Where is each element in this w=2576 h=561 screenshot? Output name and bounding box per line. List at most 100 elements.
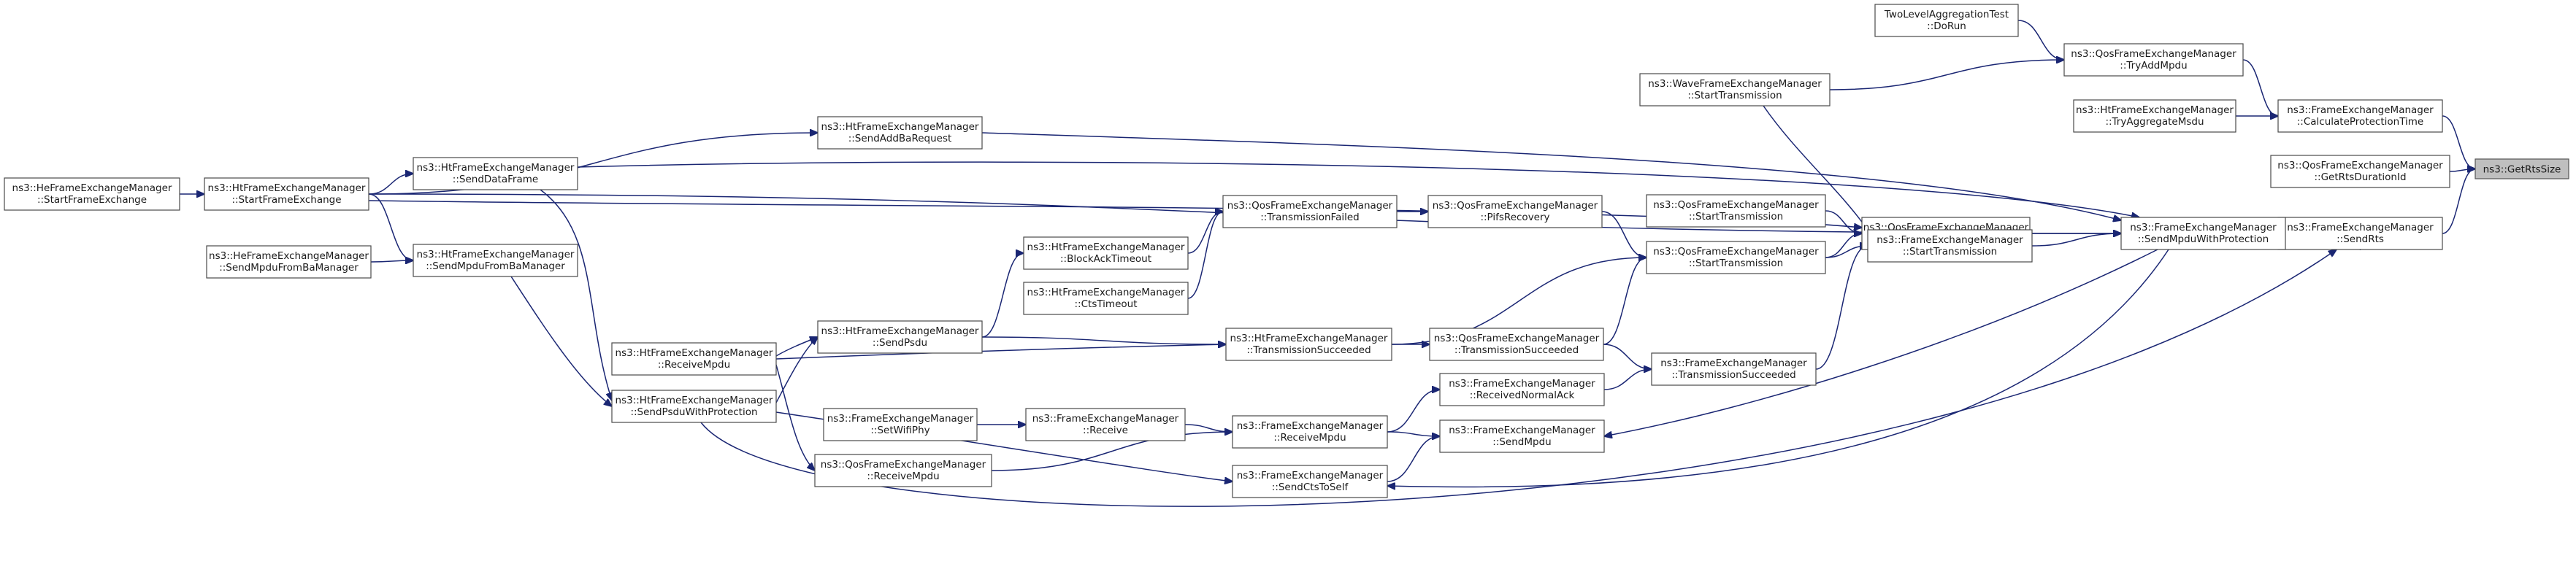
node-getRtsDur[interactable]: ns3::QosFrameExchangeManager::GetRtsDura… (2270, 155, 2450, 188)
edge-qosStartTx2-to-qosStartFE (1825, 233, 1862, 258)
node-label-line1: ns3::QosFrameExchangeManager (2277, 160, 2443, 171)
node-htStartFE[interactable]: ns3::HtFrameExchangeManager::StartFrameE… (204, 177, 369, 211)
node-box (611, 390, 777, 423)
node-label-line2: ::SendPsduWithProtection (630, 406, 757, 418)
node-label-line1: ns3::QosFrameExchangeManager (1433, 200, 1598, 212)
edge-htSendAddBa-to-feSendMpduProt (981, 132, 2121, 220)
node-label-line2: ::ReceiveMpdu (867, 471, 939, 482)
node-qosStartTx1[interactable]: ns3::QosFrameExchangeManager::StartTrans… (1646, 194, 1826, 228)
edge-feSendMpduProt-to-feSendCts (1387, 249, 2169, 487)
node-label-line2: ::ReceiveMpdu (658, 359, 730, 371)
node-feReceive[interactable]: ns3::FrameExchangeManager::Receive (1025, 408, 1186, 441)
node-feTxSucc[interactable]: ns3::FrameExchangeManager::TransmissionS… (1651, 352, 1817, 386)
node-label-line1: ns3::FrameExchangeManager (2130, 222, 2277, 233)
edge-htSendPsdu-to-htBlockAck (981, 253, 1024, 338)
node-htTxSucc[interactable]: ns3::HtFrameExchangeManager::Transmissio… (1225, 328, 1392, 361)
node-getRtsSize[interactable]: ns3::GetRtsSize (2475, 158, 2569, 179)
node-qosTryAdd[interactable]: ns3::QosFrameExchangeManager::TryAddMpdu (2063, 43, 2244, 77)
edge-feReceive-to-feRecvMpdu (1184, 424, 1233, 432)
node-box (1439, 373, 1605, 406)
node-label-line2: ::SendRts (2337, 233, 2384, 245)
node-box (204, 177, 369, 211)
node-label-line2: ::DoRun (1927, 20, 1966, 32)
edge-htStartFE-to-htSendData (368, 174, 413, 195)
node-htBlockAck[interactable]: ns3::HtFrameExchangeManager::BlockAckTim… (1023, 236, 1189, 270)
node-feSetWifiPhy[interactable]: ns3::FrameExchangeManager::SetWifiPhy (823, 408, 978, 441)
node-label-line2: ::StartFrameExchange (231, 194, 341, 206)
node-box (1225, 328, 1392, 361)
node-label-line1: ns3::WaveFrameExchangeManager (1648, 78, 1822, 90)
node-label-line2: ::SetWifiPhy (870, 425, 929, 436)
node-label-line1: ns3::HeFrameExchangeManager (12, 182, 172, 194)
node-label-line2: ::SendMpduFromBaManager (426, 260, 565, 272)
node-label-line1: ns3::FrameExchangeManager (1032, 413, 1179, 425)
node-box (1639, 73, 1831, 107)
edge-htSendMpduBA-to-htSendPsduProt (510, 276, 612, 406)
edge-htSendData-to-feSendMpduProt (577, 161, 2139, 217)
node-htRecvMpdu[interactable]: ns3::HtFrameExchangeManager::ReceiveMpdu (611, 342, 777, 376)
node-qosTxSucc[interactable]: ns3::QosFrameExchangeManager::Transmissi… (1429, 328, 1604, 361)
node-label-line2: ::StartTransmission (1689, 211, 1783, 223)
edge-feSendCts-to-feSendMpdu (1387, 436, 1440, 482)
node-box (2277, 99, 2443, 133)
node-feSendCts[interactable]: ns3::FrameExchangeManager::SendCtsToSelf (1232, 465, 1388, 498)
node-feSendMpduProt[interactable]: ns3::FrameExchangeManager::SendMpduWithP… (2120, 217, 2286, 250)
node-label-line1: ns3::QosFrameExchangeManager (1653, 246, 1819, 258)
node-label-line2: ::CalculateProtectionTime (2297, 116, 2423, 128)
node-htCtsTimeout[interactable]: ns3::HtFrameExchangeManager::CtsTimeout (1023, 282, 1189, 315)
node-qosRecvMpdu[interactable]: ns3::QosFrameExchangeManager::ReceiveMpd… (814, 454, 992, 487)
node-heSendMpduBA[interactable]: ns3::HeFrameExchangeManager::SendMpduFro… (206, 245, 372, 279)
node-feSendMpdu[interactable]: ns3::FrameExchangeManager::SendMpdu (1439, 419, 1605, 453)
node-htTryAggr[interactable]: ns3::HtFrameExchangeManager::TryAggregat… (2073, 99, 2236, 133)
edge-htStartFE-to-htSendAddBa (368, 133, 818, 195)
node-htSendData[interactable]: ns3::HtFrameExchangeManager::SendDataFra… (413, 157, 578, 190)
node-label-line1: ns3::HtFrameExchangeManager (417, 162, 575, 174)
node-sendRts[interactable]: ns3::FrameExchangeManager::SendRts (2277, 217, 2443, 250)
node-heStartFE[interactable]: ns3::HeFrameExchangeManager::StartFrameE… (4, 177, 180, 211)
edge-feSendMpduProt-to-feSendMpdu (1604, 249, 2158, 436)
node-feStartTx[interactable]: ns3::FrameExchangeManager::StartTransmis… (1867, 229, 2033, 263)
nodes-layer: ns3::GetRtsSizens3::FrameExchangeManager… (4, 4, 2569, 498)
node-label-line1: ns3::FrameExchangeManager (2287, 104, 2434, 116)
node-label-line2: ::TryAddMpdu (2120, 60, 2187, 71)
node-label-line2: ::PifsRecovery (1480, 212, 1549, 223)
node-label-line2: ::TransmissionSucceeded (1454, 344, 1579, 356)
node-htSendPsduProt[interactable]: ns3::HtFrameExchangeManager::SendPsduWit… (611, 390, 777, 423)
edge-waveStart-to-feStartTx (1763, 105, 1869, 232)
node-box (1646, 194, 1826, 228)
node-htSendAddBa[interactable]: ns3::HtFrameExchangeManager::SendAddBaRe… (817, 116, 983, 150)
node-box (1646, 241, 1826, 274)
node-qosTxFail[interactable]: ns3::QosFrameExchangeManager::Transmissi… (1222, 195, 1398, 228)
node-label-line2: ::StartTransmission (1687, 90, 1782, 101)
node-label-line1: ns3::GetRtsSize (2483, 164, 2561, 176)
node-waveStart[interactable]: ns3::WaveFrameExchangeManager::StartTran… (1639, 73, 1831, 107)
node-label-line1: ns3::FrameExchangeManager (1449, 378, 1595, 390)
node-feRecvMpdu[interactable]: ns3::FrameExchangeManager::ReceiveMpdu (1232, 415, 1388, 449)
node-qosPifs[interactable]: ns3::QosFrameExchangeManager::PifsRecove… (1427, 195, 1603, 228)
node-htSendMpduBA[interactable]: ns3::HtFrameExchangeManager::SendMpduFro… (413, 244, 578, 277)
node-qosStartTx2[interactable]: ns3::QosFrameExchangeManager::StartTrans… (1646, 241, 1826, 274)
node-label-line2: ::StartFrameExchange (37, 194, 147, 206)
edge-waveStart-to-qosTryAdd (1829, 60, 2064, 90)
node-calcProt[interactable]: ns3::FrameExchangeManager::CalculateProt… (2277, 99, 2443, 133)
node-label-line2: ::SendPsdu (873, 337, 927, 349)
node-label-line1: ns3::HtFrameExchangeManager (1027, 241, 1185, 253)
node-label-line1: ns3::FrameExchangeManager (1237, 470, 1384, 481)
node-label-line1: ns3::HtFrameExchangeManager (821, 121, 979, 133)
node-feRecvAck[interactable]: ns3::FrameExchangeManager::ReceivedNorma… (1439, 373, 1605, 406)
node-label-line2: ::SendAddBaRequest (848, 133, 952, 144)
node-htSendPsdu[interactable]: ns3::HtFrameExchangeManager::SendPsdu (817, 320, 983, 354)
node-box (206, 245, 372, 279)
edge-feTxSucc-to-feStartTx (1815, 246, 1868, 370)
edge-feRecvMpdu-to-feRecvAck (1387, 390, 1440, 433)
node-box (2270, 155, 2450, 188)
node-box (1429, 328, 1604, 361)
node-label-line2: ::SendDataFrame (453, 174, 538, 185)
edge-htStartFE-to-htSendMpduBA (368, 193, 413, 260)
node-label-line1: ns3::HeFrameExchangeManager (209, 250, 369, 262)
edge-qosTxSucc-to-feTxSucc (1603, 344, 1652, 369)
node-label-line1: ns3::HtFrameExchangeManager (821, 325, 979, 337)
node-label-line1: ns3::FrameExchangeManager (1449, 425, 1595, 436)
node-twoLevel[interactable]: TwoLevelAggregationTest::DoRun (1874, 4, 2019, 37)
node-label-line1: ns3::QosFrameExchangeManager (1434, 333, 1600, 344)
